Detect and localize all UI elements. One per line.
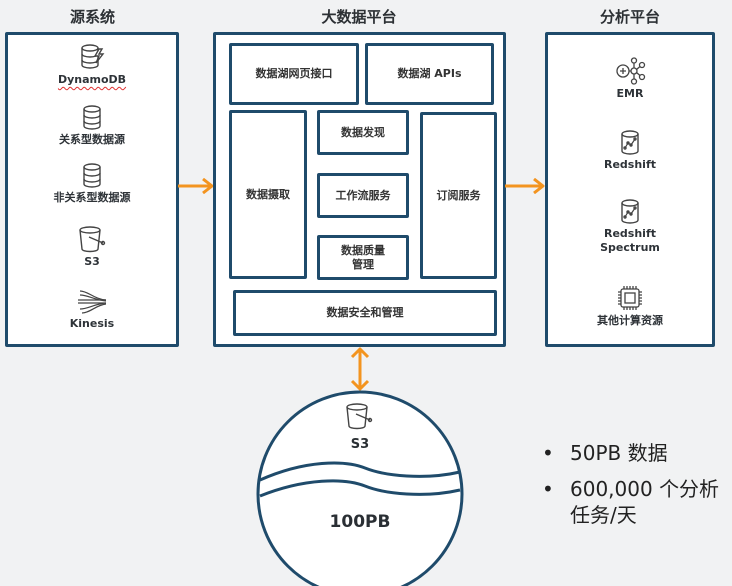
stat-item: • 50PB 数据 bbox=[538, 440, 720, 466]
source-item-relational: 关系型数据源 bbox=[8, 105, 176, 147]
source-label: 非关系型数据源 bbox=[53, 191, 131, 204]
analytics-item-redshift: Redshift bbox=[548, 130, 712, 172]
module-data-lake-apis: 数据湖 APIs bbox=[365, 43, 494, 105]
emr-icon bbox=[616, 57, 646, 85]
big-data-platform-title: 大数据平台 bbox=[321, 8, 397, 26]
source-systems-title: 源系统 bbox=[69, 8, 115, 26]
chip-icon bbox=[618, 286, 642, 310]
analytics-platform-panel: EMR Redshift Redshift Spectrum 其他计算资源 bbox=[545, 32, 715, 347]
analytics-item-other-compute: 其他计算资源 bbox=[548, 284, 712, 328]
stat-text: 50PB 数据 bbox=[570, 441, 668, 465]
module-data-security: 数据安全和管理 bbox=[233, 290, 497, 336]
analytics-item-emr: EMR bbox=[548, 57, 712, 101]
analytics-label: 其他计算资源 bbox=[597, 314, 663, 327]
s3-storage-circle: S3 100PB bbox=[255, 390, 465, 586]
analytics-item-redshift-spectrum: Redshift Spectrum bbox=[548, 199, 712, 255]
stat-text: 600,000 个分析任务/天 bbox=[570, 477, 720, 527]
database-icon bbox=[83, 163, 101, 188]
analytics-label: Redshift bbox=[604, 158, 656, 171]
arrow-platform-to-analytics bbox=[505, 178, 545, 194]
source-item-dynamodb: DynamoDB bbox=[8, 43, 176, 87]
source-item-s3: S3 bbox=[8, 225, 176, 269]
source-label: S3 bbox=[84, 255, 100, 268]
stat-item: • 600,000 个分析任务/天 bbox=[538, 476, 720, 528]
module-data-discovery: 数据发现 bbox=[317, 110, 409, 155]
module-data-lake-web-ui: 数据湖网页接口 bbox=[229, 43, 359, 105]
bucket-icon bbox=[79, 226, 106, 253]
module-workflow-service: 工作流服务 bbox=[317, 173, 409, 218]
module-data-ingestion: 数据摄取 bbox=[229, 110, 307, 279]
analytics-label: Redshift Spectrum bbox=[600, 227, 660, 254]
big-data-platform-panel: 数据湖网页接口 数据湖 APIs 数据摄取 数据发现 工作流服务 数据质量管理 … bbox=[213, 32, 506, 347]
storage-capacity: 100PB bbox=[329, 512, 391, 532]
module-subscription-service: 订阅服务 bbox=[420, 112, 497, 279]
analytics-platform-title: 分析平台 bbox=[599, 8, 660, 26]
redshift-icon bbox=[621, 199, 639, 224]
source-systems-panel: DynamoDB 关系型数据源 非关系型数据源 S3 bbox=[5, 32, 179, 347]
source-label: 关系型数据源 bbox=[59, 133, 125, 146]
bullet-icon: • bbox=[542, 477, 554, 501]
bucket-icon bbox=[346, 403, 373, 430]
bullet-icon: • bbox=[542, 441, 554, 465]
stats-list: • 50PB 数据 • 600,000 个分析任务/天 bbox=[538, 440, 720, 538]
redshift-icon bbox=[621, 130, 639, 155]
dynamodb-icon bbox=[81, 44, 105, 69]
source-item-nonrelational: 非关系型数据源 bbox=[8, 163, 176, 205]
arrow-platform-storage bbox=[350, 347, 370, 391]
source-label: DynamoDB bbox=[57, 73, 127, 86]
analytics-label: EMR bbox=[616, 87, 644, 100]
source-label: Kinesis bbox=[69, 317, 115, 330]
source-item-kinesis: Kinesis bbox=[8, 289, 176, 331]
kinesis-icon bbox=[78, 290, 107, 314]
database-icon bbox=[83, 105, 101, 130]
arrow-source-to-platform bbox=[178, 178, 214, 194]
storage-label: S3 bbox=[350, 437, 370, 452]
module-data-quality: 数据质量管理 bbox=[317, 235, 409, 280]
